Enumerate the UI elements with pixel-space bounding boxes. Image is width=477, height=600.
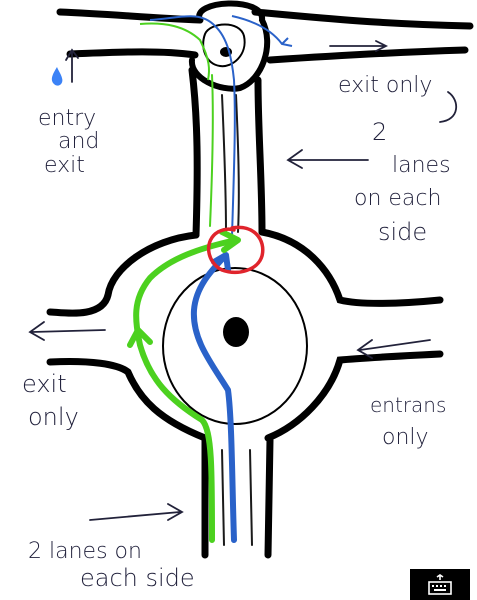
lanes-arrow-bottom <box>89 503 184 521</box>
label-exit: exit <box>44 153 85 178</box>
keyboard-toggle-button[interactable] <box>410 569 470 600</box>
green-route <box>133 229 241 543</box>
up-arrow <box>65 48 79 83</box>
label-only-right: only <box>382 425 429 450</box>
entrance-arrow <box>356 339 431 359</box>
green-path-top <box>139 22 210 81</box>
label-exit-left: exit <box>22 370 67 398</box>
label-two-lanes-on: 2 lanes on <box>28 539 142 564</box>
label-entrans: entrans <box>370 393 446 417</box>
connector-road <box>188 66 266 239</box>
label-side: side <box>378 218 427 246</box>
label-and: and <box>58 129 99 154</box>
blue-exit-arrow <box>231 15 293 47</box>
scribble-top-right <box>439 91 457 123</box>
water-drop-icon <box>51 67 63 86</box>
green-route-arrowhead <box>127 325 153 348</box>
lanes-arrow-right <box>286 149 369 169</box>
label-lanes: lanes <box>392 153 451 178</box>
label-two: 2 <box>372 118 387 146</box>
blue-route <box>190 252 237 543</box>
keyboard-toggle-icon <box>428 573 452 595</box>
label-exit-only-top: exit only <box>338 73 432 98</box>
labels: entry and exit exit only 2 lanes on each… <box>22 73 451 592</box>
top-road <box>56 8 474 64</box>
annotation-arrows <box>28 40 457 521</box>
exit-arrow-left <box>28 321 106 341</box>
label-on-each: on each <box>354 186 441 211</box>
label-each-side: each side <box>80 564 195 592</box>
blue-path-top <box>149 15 236 237</box>
label-only-left: only <box>28 403 79 431</box>
merge-highlight-circle <box>207 225 265 275</box>
exit-arrow-top <box>329 40 389 52</box>
label-entry: entry <box>38 106 96 131</box>
main-roundabout <box>46 228 444 559</box>
